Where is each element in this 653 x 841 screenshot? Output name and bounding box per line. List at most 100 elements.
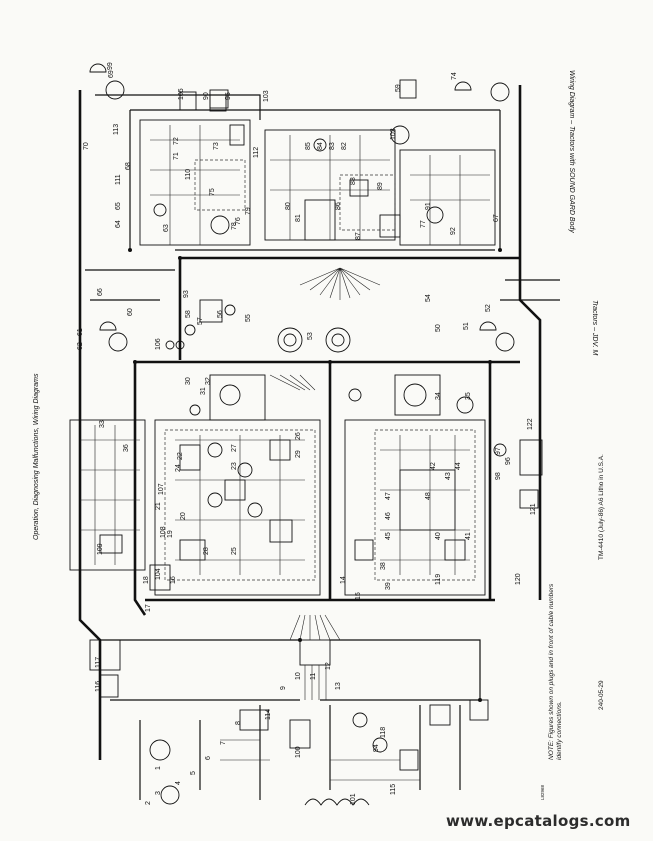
component-number-58: 58 <box>185 310 192 318</box>
component-number-98: 98 <box>495 472 502 480</box>
component-number-66: 66 <box>97 288 104 296</box>
component-number-109: 109 <box>97 543 104 555</box>
component-number-11: 11 <box>310 673 317 680</box>
component-number-10: 10 <box>295 672 302 680</box>
component-number-77: 77 <box>420 220 427 228</box>
component-number-61: 61 <box>77 328 84 336</box>
component-number-71: 71 <box>173 152 180 160</box>
component-number-79: 79 <box>245 207 252 215</box>
component-number-56: 56 <box>217 310 224 318</box>
component-number-42: 42 <box>430 462 437 470</box>
component-number-122: 122 <box>527 418 534 430</box>
component-number-45: 45 <box>385 532 392 540</box>
upper-connector-fan <box>184 267 381 391</box>
component-number-22: 22 <box>177 452 184 460</box>
component-number-104: 104 <box>155 568 162 580</box>
component-number-112: 112 <box>253 147 260 158</box>
component-number-47: 47 <box>385 492 392 500</box>
component-number-52: 52 <box>485 304 492 312</box>
component-number-57: 57 <box>197 317 204 325</box>
component-number-27: 27 <box>231 444 238 452</box>
component-number-53: 53 <box>307 332 314 340</box>
page-code: 240-05-29 <box>598 680 605 710</box>
component-number-107: 107 <box>158 483 165 495</box>
manual-number: TM-4410 (July-86) A6 Litho in U.S.A. <box>598 454 605 560</box>
diagram-note: NOTE: Figures shown on plugs and in fron… <box>548 583 563 760</box>
component-number-94: 94 <box>373 744 380 752</box>
component-number-20: 20 <box>180 512 187 520</box>
component-number-28: 28 <box>203 547 210 555</box>
model-header: Tractors – JDV. M <box>591 300 598 356</box>
component-number-70: 70 <box>83 142 90 150</box>
component-number-21: 21 <box>155 502 162 510</box>
component-number-33: 33 <box>99 420 106 428</box>
component-number-19: 19 <box>167 530 174 538</box>
component-number-78: 78 <box>231 222 238 230</box>
corner-lamps <box>89 63 515 352</box>
component-number-101: 101 <box>350 793 357 805</box>
watermark-link[interactable]: www.epcatalogs.com <box>446 812 631 830</box>
component-number-31: 31 <box>200 387 207 395</box>
component-number-96: 96 <box>505 457 512 465</box>
component-number-36: 36 <box>123 444 130 452</box>
component-number-110: 110 <box>185 169 192 180</box>
component-number-117: 117 <box>95 657 102 668</box>
component-number-116: 116 <box>95 681 102 692</box>
component-number-102: 102 <box>390 128 397 140</box>
diagram-caption: Wiring Diagram – Tractors with SOUND GAR… <box>568 70 575 233</box>
component-number-16: 16 <box>170 576 177 584</box>
component-number-5: 5 <box>190 771 197 775</box>
component-number-12: 12 <box>325 662 332 670</box>
component-number-111: 111 <box>115 174 122 185</box>
component-number-86: 86 <box>335 202 342 210</box>
lower-connector-fan <box>289 614 341 700</box>
component-number-74: 74 <box>451 72 458 80</box>
component-number-40: 40 <box>435 532 442 540</box>
section-header: Operation, Diagnosing Malfunctions, Wiri… <box>33 373 40 540</box>
component-number-8: 8 <box>235 721 242 725</box>
component-number-95: 95 <box>225 92 232 100</box>
component-number-115: 115 <box>390 784 397 795</box>
component-number-38: 38 <box>380 562 387 570</box>
component-number-81: 81 <box>295 214 302 222</box>
component-number-119: 119 <box>435 574 442 585</box>
component-number-60: 60 <box>127 308 134 316</box>
component-number-50: 50 <box>435 324 442 332</box>
component-number-24: 24 <box>175 464 182 472</box>
component-number-106: 106 <box>155 338 162 350</box>
roof-modules <box>139 89 496 246</box>
component-number-59: 59 <box>395 84 402 92</box>
component-number-13: 13 <box>335 682 342 690</box>
component-number-62: 62 <box>77 342 84 350</box>
component-number-9: 9 <box>280 686 287 690</box>
component-number-76: 76 <box>235 217 242 225</box>
component-number-30: 30 <box>185 377 192 385</box>
component-number-99: 99 <box>107 62 114 70</box>
component-number-105: 105 <box>178 88 185 100</box>
component-number-91: 91 <box>425 202 432 210</box>
component-number-65: 65 <box>115 202 122 210</box>
right-dash-panel <box>344 374 543 596</box>
component-number-34: 34 <box>435 392 442 400</box>
left-dash-panel <box>69 374 321 596</box>
component-number-85: 85 <box>305 142 312 150</box>
component-number-17: 17 <box>145 604 152 612</box>
component-number-87: 87 <box>355 232 362 240</box>
component-number-114: 114 <box>265 709 272 720</box>
component-number-48: 48 <box>425 492 432 500</box>
component-number-25: 25 <box>231 547 238 555</box>
component-number-88: 88 <box>350 177 357 185</box>
component-number-32: 32 <box>205 377 212 385</box>
component-number-4: 4 <box>175 781 182 785</box>
component-number-63: 63 <box>163 224 170 232</box>
component-number-89: 89 <box>377 182 384 190</box>
component-number-108: 108 <box>160 526 167 538</box>
component-number-93: 93 <box>183 290 190 298</box>
component-number-100: 100 <box>295 746 302 758</box>
component-number-97: 97 <box>495 447 502 455</box>
component-number-23: 23 <box>231 462 238 470</box>
component-number-46: 46 <box>385 512 392 520</box>
